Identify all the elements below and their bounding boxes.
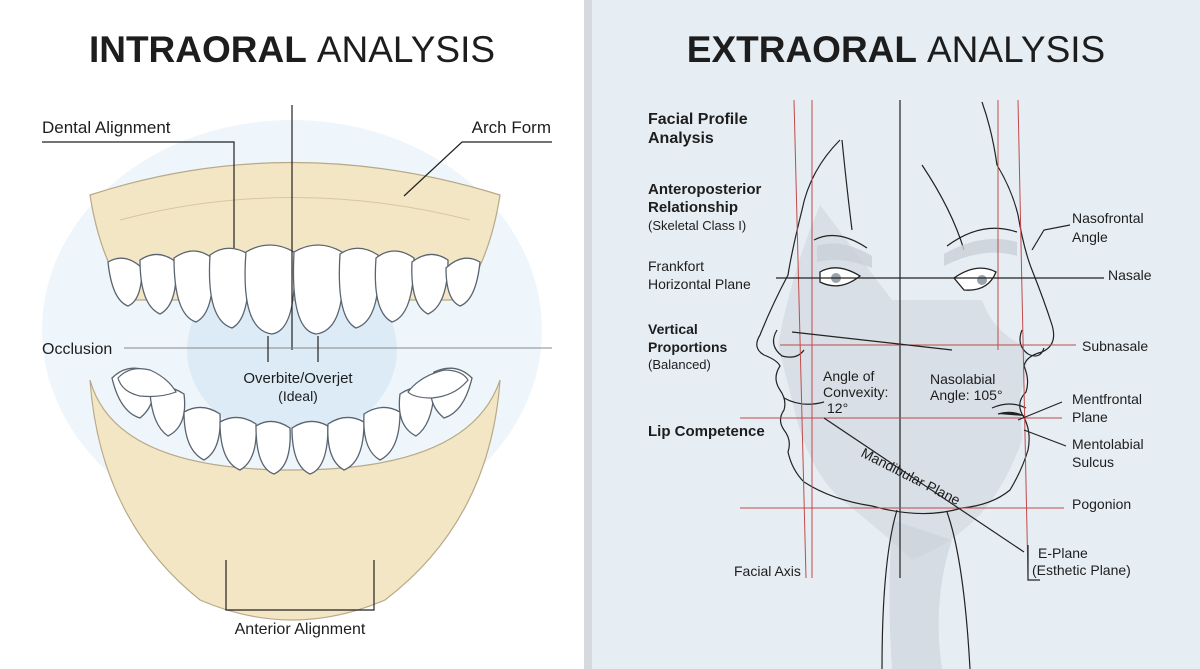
dental-alignment-label: Dental Alignment [42,118,171,137]
e-plane-label-2: (Esthetic Plane) [1032,562,1131,578]
lip-competence-label: Lip Competence [648,423,765,440]
convexity-label-3: 12° [827,400,848,416]
vertical-proportions-line [791,331,953,351]
lower-back-molar-right [407,369,469,399]
jaw-outline [871,505,963,515]
lower-lateral-right [327,416,365,471]
pogonion-label: Pogonion [1072,496,1131,512]
convexity-label-2: Convexity: [823,384,888,400]
upper-premolar-right [411,253,449,315]
upper-central-right [292,244,344,335]
neck-left [881,509,898,669]
nasale-label: Nasale [1108,267,1152,283]
neck-right [946,511,971,669]
vertical-label-2: Proportions [648,339,728,355]
extraoral-title-strong: EXTRAORAL [687,29,917,70]
overbite-label-line2: (Ideal) [278,388,318,404]
left-profile-outline [756,139,873,507]
arch-form-leader [403,141,552,197]
upper-canine-right [374,250,415,323]
nasolabial-label-1: Nasolabial [930,371,995,387]
nasolabial-label-2: Angle: 105° [930,387,1003,403]
e-plane-label-1: E-Plane [1038,545,1088,561]
extraoral-title-light: ANALYSIS [927,29,1105,70]
right-eyebrow [946,227,1018,247]
neck-shade [889,520,952,669]
overbite-label-line1: Overbite/Overjet [243,370,353,387]
frankfort-label-2: Horizontal Plane [648,276,751,292]
vertical-label-1: Vertical [648,321,698,337]
lower-central-right [291,420,329,475]
mentolabial-leader [1023,429,1067,447]
intraoral-title-light: ANALYSIS [317,29,495,70]
dental-alignment-leader [42,141,235,248]
anterior-alignment-bracket [225,560,375,611]
mentolabial-label-2: Sulcus [1072,454,1114,470]
nasofrontal-leader [1031,224,1071,251]
intraoral-title-strong: INTRAORAL [89,29,307,70]
right-eyebrow-shade [944,238,1017,266]
left-cheek-curve [841,139,853,231]
upper-teeth [107,244,481,335]
antero-label-2: Relationship [648,199,738,216]
upper-premolar-left [139,253,177,315]
nasofrontal-label-1: Nasofrontal [1072,210,1144,226]
lower-central-left [255,420,291,475]
upper-canine-left [173,250,214,323]
upper-molar-left [107,257,143,307]
antero-label-1: Anteroposterior [648,181,762,198]
profile-vertical-line [793,99,807,579]
mentfrontal-leader [1017,401,1063,421]
vertical-label-3: (Balanced) [648,357,711,372]
arch-form-label: Arch Form [472,118,551,137]
right-profile-outline [961,101,1055,509]
left-lips [783,397,825,405]
anterior-alignment-label: Anterior Alignment [235,621,366,638]
right-lip-line [997,411,1025,417]
lower-back-molars [117,368,469,399]
antero-label-3: (Skeletal Class I) [648,218,746,233]
mandibular-plane-line [823,417,1025,553]
upper-molar-right [445,257,481,307]
lower-canine-right [363,406,401,461]
lower-gum [89,379,501,621]
upper-lateral-right [338,247,380,329]
panel-divider [584,0,592,669]
occlusion-label: Occlusion [42,341,112,358]
right-iris [977,275,987,285]
facial-profile-label-1: Facial Profile [648,111,748,128]
lower-canine-left [183,406,221,461]
e-plane-leader [1027,545,1040,581]
facial-axis-label: Facial Axis [734,563,801,579]
left-eyebrow-shade [817,243,872,268]
right-cheek-curve [921,164,965,251]
upper-lateral-left [208,247,250,329]
face-shade [778,205,1027,560]
mentolabial-label-1: Mentolabial [1072,436,1144,452]
frankfort-label-1: Frankfort [648,258,704,274]
mentfrontal-label-1: Mentfrontal [1072,391,1142,407]
lower-back-molar-left [117,368,177,398]
e-plane-vertical [1017,99,1029,579]
left-eyebrow [813,234,868,249]
nasofrontal-label-2: Angle [1072,229,1108,245]
mentfrontal-label-2: Plane [1072,409,1108,425]
right-lips [991,403,1027,409]
facial-profile-label-2: Analysis [648,130,714,147]
subnasale-label: Subnasale [1082,338,1148,354]
right-eye [953,267,997,291]
left-nostril [772,329,805,358]
right-nostril [1019,329,1045,357]
convexity-label-1: Angle of [823,368,874,384]
upper-central-left [244,244,296,335]
lower-lateral-left [219,416,257,471]
